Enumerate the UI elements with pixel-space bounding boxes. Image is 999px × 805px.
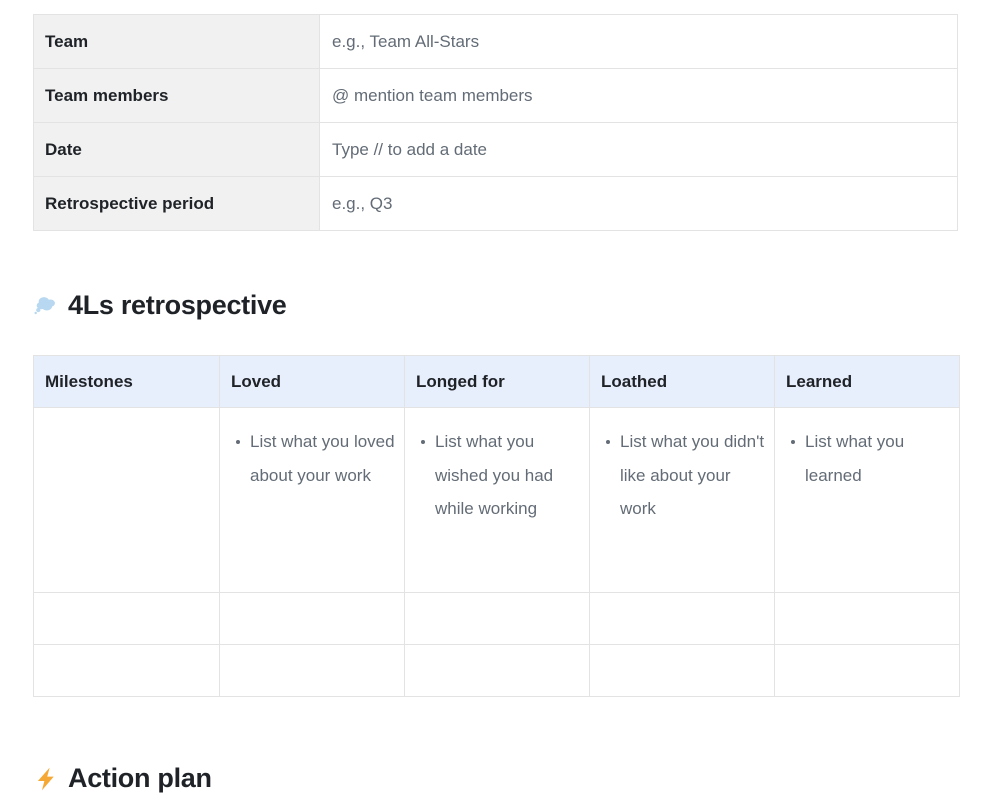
cell-longed-for[interactable]: List what you wished you had while worki… — [404, 407, 590, 593]
thought-balloon-icon — [33, 293, 59, 319]
cell-milestones[interactable] — [33, 407, 220, 593]
list: List what you didn't like about your wor… — [590, 425, 774, 526]
cell-loved-empty[interactable] — [219, 644, 405, 697]
high-voltage-icon — [33, 766, 59, 792]
meta-value-date[interactable]: Type // to add a date — [319, 122, 958, 177]
table-row: Retrospective period e.g., Q3 — [33, 176, 958, 231]
list-item[interactable]: List what you learned — [791, 425, 953, 492]
cell-loved[interactable]: List what you loved about your work — [219, 407, 405, 593]
section-title: 4Ls retrospective — [68, 290, 287, 320]
list-item[interactable]: List what you wished you had while worki… — [421, 425, 583, 526]
column-header-milestones: Milestones — [33, 355, 220, 408]
meta-value-team-members[interactable]: @ mention team members — [319, 68, 958, 123]
table-row: List what you loved about your work List… — [33, 407, 960, 593]
list: List what you loved about your work — [220, 425, 404, 492]
list-item[interactable]: List what you didn't like about your wor… — [606, 425, 768, 526]
table-row: Team e.g., Team All-Stars — [33, 14, 958, 69]
cell-loathed-empty[interactable] — [589, 592, 775, 645]
list-item[interactable]: List what you loved about your work — [236, 425, 398, 492]
meta-value-retrospective-period[interactable]: e.g., Q3 — [319, 176, 958, 231]
cell-longed-for-empty[interactable] — [404, 644, 590, 697]
cell-milestones-empty[interactable] — [33, 592, 220, 645]
column-header-longed-for: Longed for — [404, 355, 590, 408]
column-header-loved: Loved — [219, 355, 405, 408]
list: List what you wished you had while worki… — [405, 425, 589, 526]
table-row — [33, 592, 960, 645]
table-header-row: Milestones Loved Longed for Loathed Lear… — [33, 355, 960, 408]
list: List what you learned — [775, 425, 959, 492]
meta-label-team-members: Team members — [33, 68, 320, 123]
table-row: Date Type // to add a date — [33, 122, 958, 177]
cell-learned[interactable]: List what you learned — [774, 407, 960, 593]
cell-loathed-empty[interactable] — [589, 644, 775, 697]
meta-label-date: Date — [33, 122, 320, 177]
meta-value-team[interactable]: e.g., Team All-Stars — [319, 14, 958, 69]
cell-learned-empty[interactable] — [774, 644, 960, 697]
four-ls-table-wrap: Milestones Loved Longed for Loathed Lear… — [33, 355, 960, 697]
cell-loved-empty[interactable] — [219, 592, 405, 645]
cell-longed-for-empty[interactable] — [404, 592, 590, 645]
section-heading-action-plan: Action plan — [33, 765, 212, 792]
cell-loathed[interactable]: List what you didn't like about your wor… — [589, 407, 775, 593]
meta-label-retrospective-period: Retrospective period — [33, 176, 320, 231]
cell-learned-empty[interactable] — [774, 592, 960, 645]
section-heading-4ls: 4Ls retrospective — [33, 292, 287, 319]
retrospective-meta-table: Team e.g., Team All-Stars Team members @… — [33, 14, 958, 231]
section-title: Action plan — [68, 763, 212, 793]
table-row: Team members @ mention team members — [33, 68, 958, 123]
cell-milestones-empty[interactable] — [33, 644, 220, 697]
four-ls-table: Milestones Loved Longed for Loathed Lear… — [33, 355, 960, 697]
column-header-learned: Learned — [774, 355, 960, 408]
table-row — [33, 644, 960, 697]
column-header-loathed: Loathed — [589, 355, 775, 408]
meta-label-team: Team — [33, 14, 320, 69]
